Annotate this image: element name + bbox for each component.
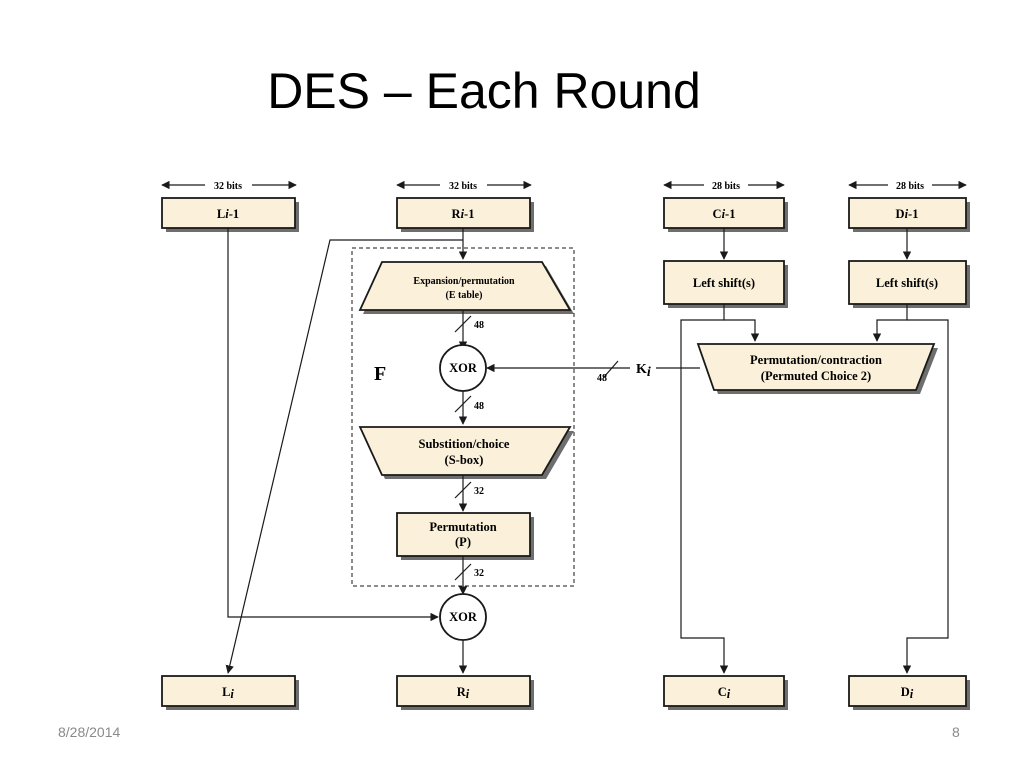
svg-text:Left shift(s): Left shift(s): [876, 276, 938, 290]
bus-slash-key: [603, 360, 619, 378]
bus-slash-expansion: [454, 315, 472, 333]
svg-text:Di: Di: [901, 685, 914, 701]
width-indicator-d: 28 bits: [848, 180, 967, 192]
width-label-l: 32 bits: [214, 181, 242, 192]
svg-text:Ci: Ci: [718, 685, 731, 701]
input-box-r-prev: Ri-1: [396, 197, 534, 232]
svg-text:Li: Li: [222, 685, 234, 701]
svg-text:XOR: XOR: [449, 361, 478, 375]
left-shift-c-block: Left shift(s): [663, 260, 788, 308]
r-to-l-out-line: [225, 239, 463, 674]
svg-text:Expansion/permutation: Expansion/permutation: [413, 276, 515, 287]
bus-slash-perm: [454, 563, 472, 581]
l-prev-to-xor-line: [227, 228, 439, 622]
shift-c-to-c-out-line: [680, 319, 729, 674]
input-box-l-prev: Li-1: [161, 197, 299, 232]
width-label-r: 32 bits: [449, 181, 477, 192]
svg-text:(S-box): (S-box): [445, 453, 484, 467]
expansion-permutation-block: Expansion/permutation (E table): [358, 261, 574, 314]
svg-text:(Permuted Choice 2): (Permuted Choice 2): [761, 369, 871, 383]
svg-text:Di-1: Di-1: [896, 207, 919, 221]
shift-d-to-d-out-line: [902, 319, 949, 674]
svg-text:Permutation: Permutation: [429, 520, 496, 534]
svg-text:Ri: Ri: [457, 685, 470, 701]
shift-c-to-pc2-line: [723, 304, 760, 342]
key-label: Ki: [636, 362, 651, 380]
output-box-d: Di: [848, 675, 970, 710]
output-box-r: Ri: [396, 675, 534, 710]
svg-text:Li-1: Li-1: [217, 207, 239, 221]
width-indicator-c: 28 bits: [663, 180, 785, 192]
bus-width-key: 48: [597, 373, 607, 384]
width-indicator-l: 32 bits: [161, 180, 297, 192]
width-label-c: 28 bits: [712, 181, 740, 192]
svg-text:(E table): (E table): [446, 290, 483, 301]
bus-slash-xor: [454, 395, 472, 413]
input-box-d-prev: Di-1: [848, 197, 970, 232]
permutation-p-block: Permutation (P): [396, 512, 534, 560]
bus-width-after-perm: 32: [474, 568, 484, 579]
bus-width-after-expansion: 48: [474, 320, 484, 331]
f-function-label: F: [374, 363, 386, 385]
width-label-d: 28 bits: [896, 181, 924, 192]
svg-text:Permutation/contraction: Permutation/contraction: [750, 353, 882, 367]
input-box-c-prev: Ci-1: [663, 197, 788, 232]
footer-page-number: 8: [952, 724, 960, 740]
permuted-choice-2-block: Permutation/contraction (Permuted Choice…: [696, 343, 938, 394]
shift-d-to-pc2-line: [872, 304, 908, 342]
xor-output-node: XOR: [439, 593, 487, 641]
svg-text:Substition/choice: Substition/choice: [419, 437, 510, 451]
sbox-block: Substition/choice (S-box): [358, 426, 574, 479]
xor-f-node: XOR: [439, 344, 487, 392]
bus-width-after-xor: 48: [474, 401, 484, 412]
bus-slash-sbox: [454, 481, 472, 499]
svg-text:Left shift(s): Left shift(s): [693, 276, 755, 290]
footer-date: 8/28/2014: [58, 724, 121, 740]
left-shift-d-block: Left shift(s): [848, 260, 970, 308]
svg-text:Ri-1: Ri-1: [452, 207, 475, 221]
svg-text:Ci-1: Ci-1: [713, 207, 736, 221]
slide-title: DES – Each Round: [267, 63, 701, 119]
width-indicator-r: 32 bits: [396, 180, 532, 192]
svg-text:(P): (P): [455, 535, 471, 549]
bus-width-after-sbox: 32: [474, 486, 484, 497]
output-box-c: Ci: [663, 675, 788, 710]
svg-text:XOR: XOR: [449, 610, 478, 624]
output-box-l: Li: [161, 675, 299, 710]
